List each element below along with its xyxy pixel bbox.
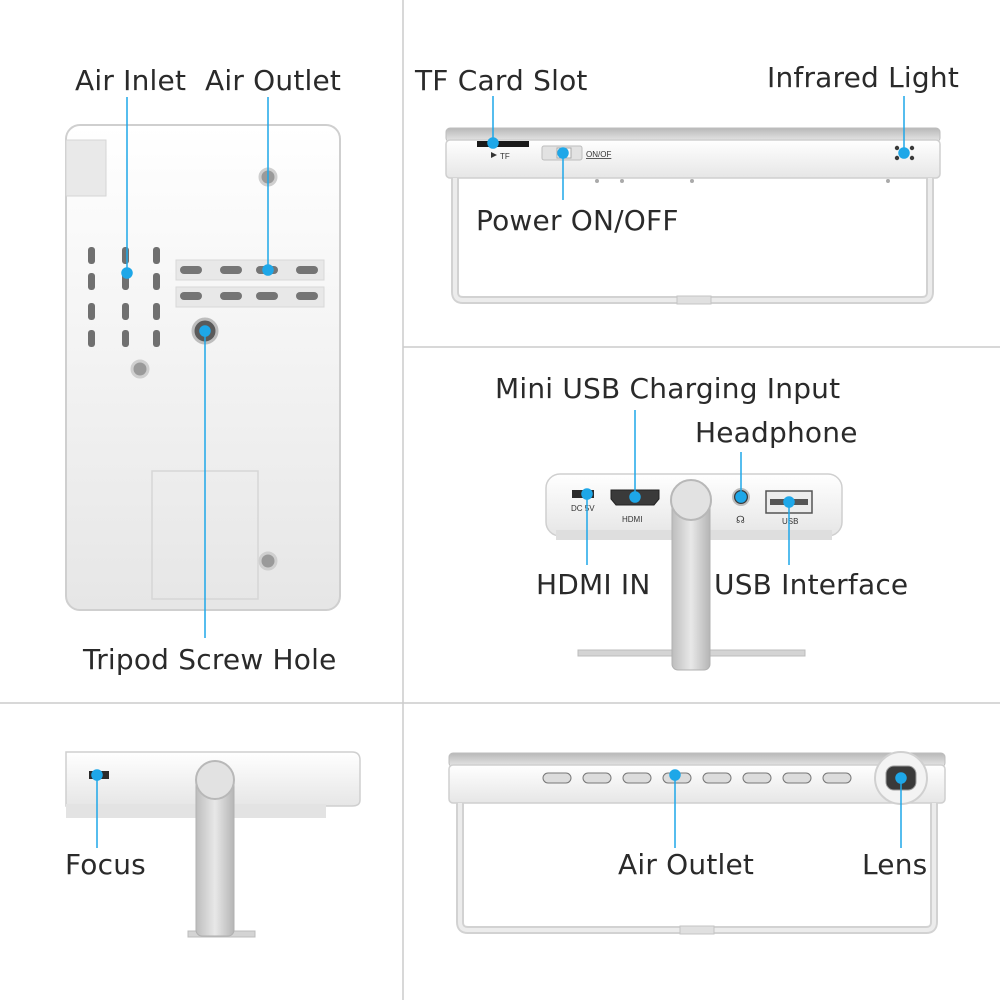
- headphone-label: Headphone: [695, 416, 858, 449]
- air-inlet-label: Air Inlet: [75, 64, 187, 97]
- svg-text:☊: ☊: [736, 515, 745, 526]
- back-view-callouts: [581, 410, 795, 565]
- tf-print: TF: [500, 152, 510, 161]
- tf-card-slot-label: TF Card Slot: [415, 64, 588, 97]
- side-view-callouts: [91, 769, 103, 848]
- air-outlet-slots: [175, 259, 325, 308]
- front-view-callouts: [669, 769, 907, 848]
- usb-print: USB: [782, 517, 798, 526]
- air-outlet-bottom-label: Air Outlet: [205, 64, 342, 97]
- onoff-print: ON/OF: [586, 150, 611, 159]
- side-view-device: [65, 751, 361, 938]
- top-view-device: TF ON/OF: [445, 127, 941, 305]
- top-view-callouts: [487, 96, 910, 200]
- lens-label: Lens: [862, 848, 928, 881]
- power-on-off-label: Power ON/OFF: [476, 204, 679, 237]
- hdmi-in-label: HDMI IN: [536, 568, 651, 601]
- bottom-view-device: [65, 124, 341, 611]
- infrared-light-label: Infrared Light: [767, 61, 960, 94]
- bottom-view-callouts: [121, 97, 274, 638]
- hdmi-print: HDMI: [622, 515, 642, 524]
- infrared-light-icon: [894, 145, 915, 161]
- tripod-screw-hole-label: Tripod Screw Hole: [83, 643, 337, 676]
- focus-label: Focus: [65, 848, 146, 881]
- front-view-device: [448, 751, 946, 935]
- air-outlet-front-label: Air Outlet: [618, 848, 755, 881]
- usb-interface-label: USB Interface: [714, 568, 909, 601]
- dc-print: DC 5V: [571, 504, 595, 513]
- mini-usb-charging-input-label: Mini USB Charging Input: [495, 372, 841, 405]
